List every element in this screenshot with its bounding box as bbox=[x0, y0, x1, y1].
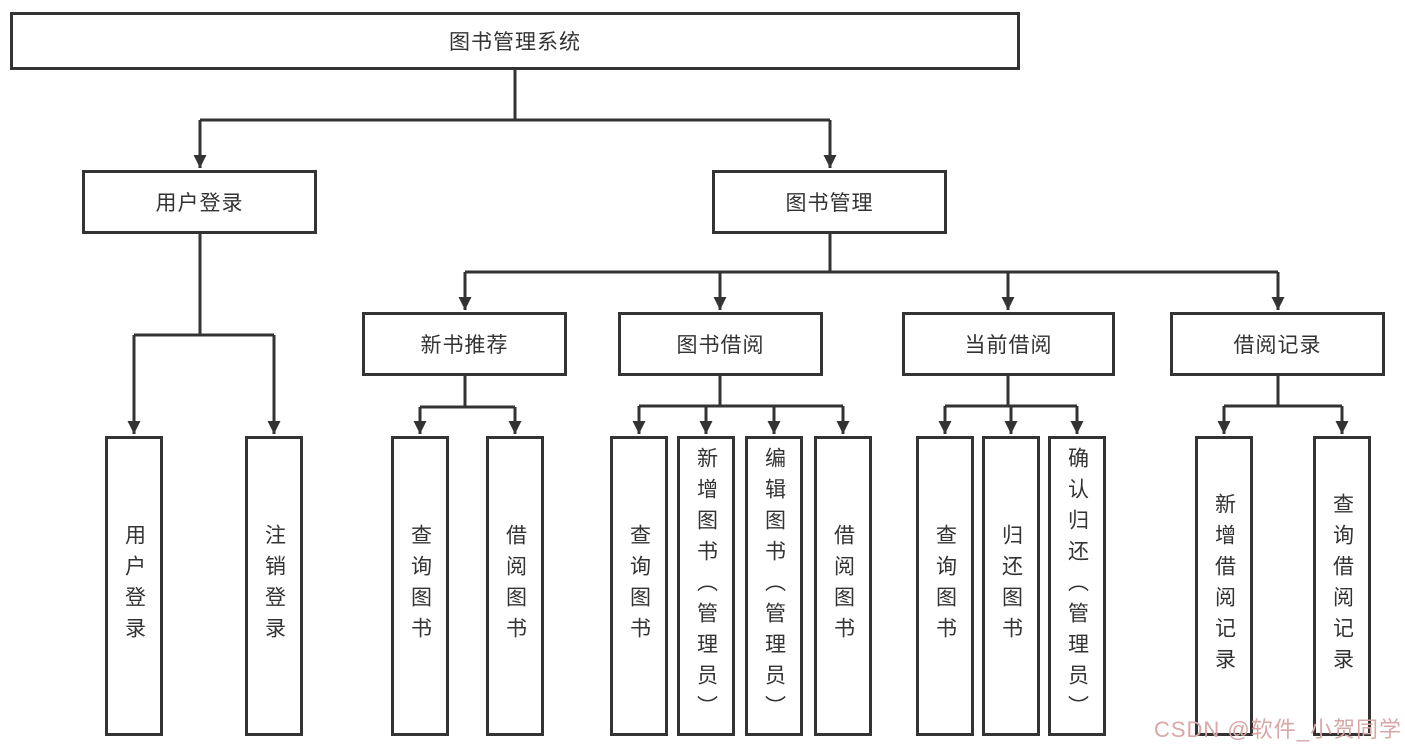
leaf-user-login: 用户登录 bbox=[105, 436, 163, 736]
leaf-logout: 注销登录 bbox=[245, 436, 303, 736]
leaf-label: 查询借阅记录 bbox=[1330, 493, 1354, 679]
node-user-login: 用户登录 bbox=[82, 170, 317, 234]
leaf-query-borrow-record: 查询借阅记录 bbox=[1313, 436, 1371, 736]
node-new-book-recommend: 新书推荐 bbox=[362, 312, 567, 376]
leaf-label: 新增借阅记录 bbox=[1212, 493, 1236, 679]
leaf-label: 借阅图书 bbox=[831, 524, 855, 648]
leaf-label: 归还图书 bbox=[999, 524, 1023, 648]
leaf-return-book: 归还图书 bbox=[982, 436, 1040, 736]
node-label: 图书借阅 bbox=[676, 334, 765, 357]
csdn-watermark: CSDN @软件_小贺同学 bbox=[1153, 717, 1402, 742]
leaf-borrow-books: 借阅图书 bbox=[814, 436, 872, 736]
leaf-edit-book-admin: 编辑图书（管理员） bbox=[745, 436, 803, 736]
node-borrow-records: 借阅记录 bbox=[1170, 312, 1385, 376]
leaf-label: 查询图书 bbox=[933, 524, 957, 648]
leaf-label: 查询图书 bbox=[408, 524, 432, 648]
node-label: 当前借阅 bbox=[964, 334, 1053, 357]
leaf-label: 注销登录 bbox=[262, 524, 286, 648]
node-label: 新书推荐 bbox=[420, 334, 509, 357]
leaf-confirm-return-admin: 确认归还（管理员） bbox=[1048, 436, 1106, 736]
node-label: 用户登录 bbox=[155, 192, 244, 215]
leaf-query-books-current: 查询图书 bbox=[916, 436, 974, 736]
leaf-query-books-borrow: 查询图书 bbox=[610, 436, 668, 736]
node-book-management: 图书管理 bbox=[712, 170, 947, 234]
leaf-add-borrow-record: 新增借阅记录 bbox=[1195, 436, 1253, 736]
leaf-borrow-books-recommend: 借阅图书 bbox=[486, 436, 544, 736]
leaf-label: 借阅图书 bbox=[503, 524, 527, 648]
leaf-label: 编辑图书（管理员） bbox=[762, 446, 786, 726]
leaf-query-books-recommend: 查询图书 bbox=[391, 436, 449, 736]
node-current-borrow: 当前借阅 bbox=[902, 312, 1115, 376]
root-node-label: 图书管理系统 bbox=[449, 31, 581, 54]
leaf-label: 确认归还（管理员） bbox=[1065, 446, 1089, 726]
leaf-label: 新增图书（管理员） bbox=[694, 446, 718, 726]
root-node-library-system: 图书管理系统 bbox=[10, 12, 1020, 70]
node-label: 图书管理 bbox=[785, 192, 874, 215]
leaf-add-book-admin: 新增图书（管理员） bbox=[677, 436, 735, 736]
node-label: 借阅记录 bbox=[1233, 334, 1322, 357]
leaf-label: 查询图书 bbox=[627, 524, 651, 648]
leaf-label: 用户登录 bbox=[122, 524, 146, 648]
node-book-borrow: 图书借阅 bbox=[618, 312, 823, 376]
